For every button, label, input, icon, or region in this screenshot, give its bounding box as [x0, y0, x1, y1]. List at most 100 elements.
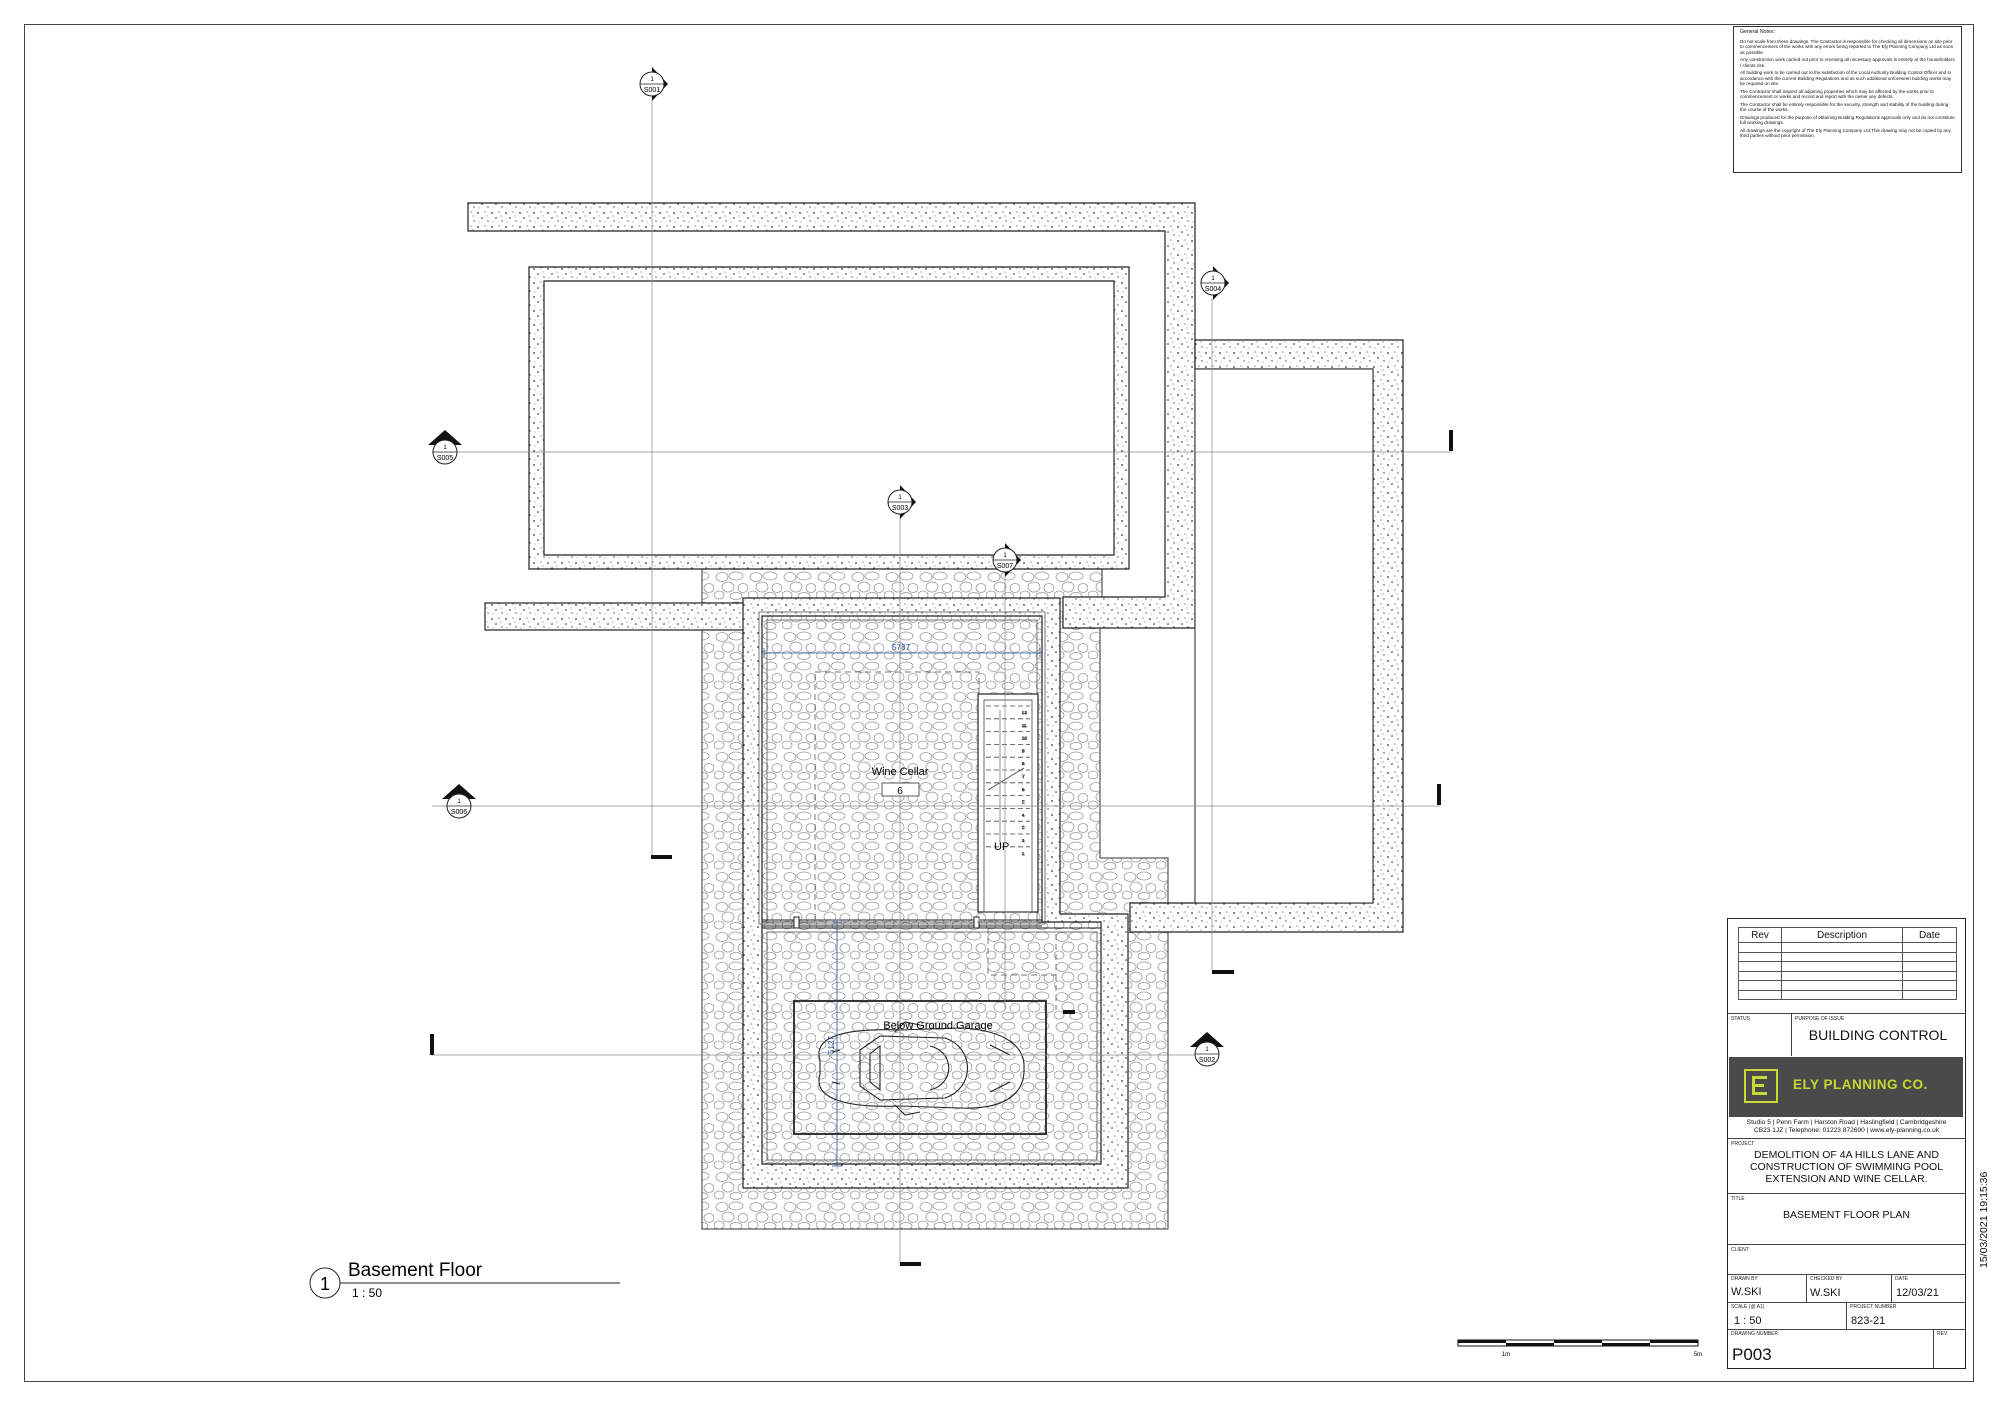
- stair-number: 5: [1022, 800, 1025, 805]
- svg-text:S002: S002: [1199, 1057, 1215, 1064]
- company-logo: ELY PLANNING CO.: [1729, 1057, 1963, 1117]
- company-address: Studio 5 | Penn Farm | Harston Road | Ha…: [1728, 1119, 1965, 1135]
- stair-up-label: UP: [994, 841, 1009, 853]
- gravel-backfill: [701, 567, 1169, 1230]
- stair-number: 11: [1022, 723, 1027, 728]
- title-label: TITLE: [1731, 1196, 1745, 1202]
- section-marker-s004[interactable]: 1 S004: [1200, 266, 1229, 300]
- address-line-1: Studio 5 | Penn Farm | Harston Road | Ha…: [1746, 1119, 1947, 1126]
- project-number: 823-21: [1851, 1315, 1886, 1327]
- svg-text:1: 1: [443, 445, 447, 451]
- svg-text:1: 1: [650, 77, 654, 83]
- rev-label: REV: [1937, 1331, 1948, 1337]
- rev-header: Rev: [1738, 927, 1782, 943]
- project-description: DEMOLITION OF 4A HILLS LANE AND CONSTRUC…: [1728, 1149, 1965, 1185]
- notes-title: General Notes:: [1740, 29, 1775, 35]
- note-item: All drawings are the copyright of The El…: [1740, 127, 1951, 138]
- section-lines: [432, 100, 1452, 1265]
- car-outline: [793, 1000, 1047, 1135]
- swimming-pool: [528, 266, 1130, 570]
- scale-label-5m: 5m: [1694, 1352, 1702, 1358]
- note-item: All building work to be carried out to t…: [1740, 70, 1952, 86]
- svg-text:1: 1: [1003, 553, 1007, 559]
- retaining-wall: [467, 202, 1196, 631]
- dimension-width: 5787: [892, 643, 910, 652]
- status-label: STATUS: [1731, 1016, 1750, 1022]
- project-number-label: PROJECT NUMBER: [1850, 1304, 1897, 1310]
- wine-cellar-label: Wine Cellar: [872, 766, 929, 778]
- date-label: DATE: [1895, 1276, 1908, 1282]
- note-item: The Contractor shall be entirely respons…: [1740, 101, 1949, 112]
- general-notes: General Notes: Do not scale from these d…: [1733, 26, 1962, 173]
- drawing-scale: 1 : 50: [1734, 1315, 1762, 1327]
- stair-number: 2: [1022, 838, 1025, 843]
- stair-number: 3: [1022, 825, 1025, 830]
- wine-cellar-tag: 6: [897, 786, 903, 797]
- svg-text:S006: S006: [451, 809, 467, 816]
- note-item: Do not scale from these drawings. The Co…: [1740, 39, 1954, 55]
- dimensions: 5787 5127: [763, 643, 1041, 1167]
- company-name: ELY PLANNING CO.: [1793, 1077, 1928, 1092]
- print-timestamp: 15/03/2021 19:15:36: [1978, 1171, 1990, 1268]
- title-block: Rev Description Date STATUS PURPOSE OF I…: [1727, 918, 1966, 1369]
- dimension-depth: 5127: [827, 1036, 836, 1054]
- address-line-2: CB23 1JZ | Telephone: 01223 872690 | www…: [1753, 1127, 1940, 1134]
- section-marker-s006[interactable]: 1 S006: [442, 784, 476, 819]
- section-marker-s001[interactable]: 1 S001: [639, 67, 668, 101]
- project-line-1: DEMOLITION OF 4A HILLS LANE AND: [1754, 1149, 1939, 1161]
- svg-text:S005: S005: [437, 455, 453, 462]
- stair-number: 4: [1022, 812, 1025, 817]
- drawn-by: W.SKI: [1731, 1286, 1762, 1298]
- view-number: 1: [320, 1274, 330, 1294]
- drawn-by-label: DRAWN BY: [1731, 1276, 1758, 1282]
- stair-number: 8: [1022, 761, 1025, 766]
- scale-bar: 1m 5m: [1457, 1339, 1702, 1358]
- extension-wall: [1129, 339, 1404, 933]
- stair-number: 9: [1022, 748, 1025, 753]
- view-scale: 1 : 50: [352, 1286, 382, 1300]
- svg-text:S007: S007: [997, 563, 1013, 570]
- view-title-text: Basement Floor: [348, 1260, 483, 1281]
- view-title: 1 Basement Floor 1 : 50: [309, 1260, 620, 1300]
- section-marker-s003[interactable]: 1 S003: [887, 485, 916, 519]
- stair-number: 1: [1022, 851, 1025, 856]
- note-item: Any construction work carried out prior …: [1740, 57, 1955, 68]
- note-item: The Contractor shall inspect all adjoini…: [1740, 88, 1934, 99]
- section-ticks: [430, 430, 1453, 1266]
- svg-text:S001: S001: [644, 87, 660, 94]
- svg-text:1: 1: [1211, 276, 1215, 282]
- scale-label: SCALE (@ A1): [1731, 1304, 1765, 1310]
- section-marker-s007[interactable]: 1 S007: [992, 543, 1021, 577]
- stair-number: 6: [1022, 787, 1025, 792]
- svg-text:1: 1: [457, 799, 461, 805]
- drawing-number: P003: [1732, 1345, 1772, 1364]
- stair-number: 7: [1022, 774, 1025, 779]
- stair-number: 10: [1022, 736, 1028, 741]
- project-line-3: EXTENSION AND WINE CELLAR.: [1765, 1173, 1928, 1185]
- project-label: PROJECT: [1731, 1141, 1755, 1147]
- date-header: Date: [1902, 927, 1957, 943]
- description-header: Description: [1781, 927, 1903, 943]
- svg-text:1: 1: [898, 495, 902, 501]
- purpose-value: BUILDING CONTROL: [1808, 1027, 1948, 1043]
- revision-table: Rev Description Date: [1738, 927, 1957, 1000]
- logo-e-icon: [1744, 1069, 1778, 1103]
- note-item: Drawings produced for the purpose of obt…: [1740, 114, 1955, 125]
- svg-text:S004: S004: [1205, 286, 1221, 293]
- drawing-date: 12/03/21: [1896, 1287, 1939, 1299]
- hidden-lines: [814, 671, 1057, 1010]
- checked-by: W.SKI: [1810, 1287, 1841, 1299]
- section-marker-s005[interactable]: 1 S005: [428, 430, 462, 465]
- checked-by-label: CHECKED BY: [1810, 1276, 1843, 1282]
- client-label: CLIENT: [1731, 1247, 1749, 1253]
- purpose-label: PURPOSE OF ISSUE: [1795, 1016, 1845, 1022]
- stair-number: 12: [1022, 710, 1028, 715]
- scale-label-1m: 1m: [1502, 1352, 1510, 1358]
- drawing-number-label: DRAWING NUMBER: [1731, 1331, 1779, 1337]
- section-marker-s002[interactable]: 1 S002: [1190, 1032, 1224, 1067]
- svg-text:S003: S003: [892, 505, 908, 512]
- project-line-2: CONSTRUCTION OF SWIMMING POOL: [1749, 1161, 1944, 1173]
- svg-text:1: 1: [1205, 1047, 1209, 1053]
